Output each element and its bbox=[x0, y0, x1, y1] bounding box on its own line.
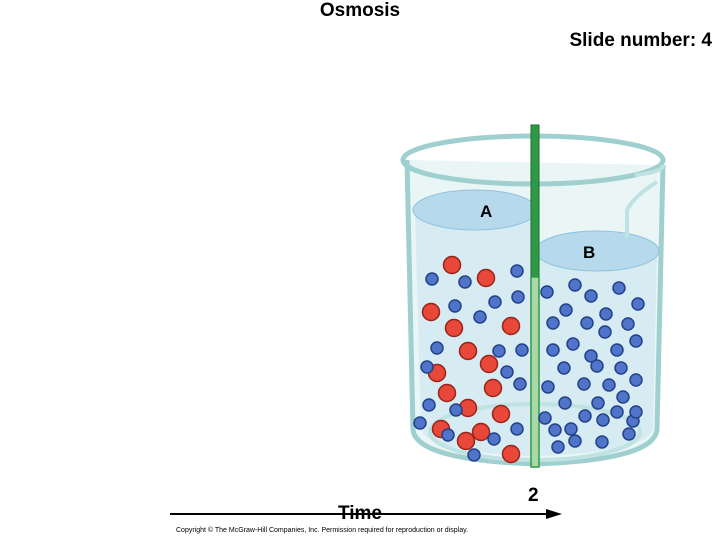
water-molecule bbox=[551, 440, 565, 454]
water-molecule bbox=[467, 448, 481, 462]
water-molecule bbox=[596, 413, 610, 427]
slide-number: Slide number: 4 bbox=[569, 30, 712, 51]
water-molecule bbox=[557, 361, 571, 375]
water-molecule bbox=[566, 337, 580, 351]
water-molecule bbox=[422, 398, 436, 412]
water-molecule bbox=[629, 405, 643, 419]
water-molecule bbox=[558, 396, 572, 410]
water-molecule bbox=[473, 310, 487, 324]
water-molecule bbox=[584, 289, 598, 303]
water-molecule bbox=[595, 435, 609, 449]
water-molecule bbox=[584, 349, 598, 363]
water-molecule bbox=[546, 343, 560, 357]
water-molecule bbox=[568, 278, 582, 292]
water-molecule bbox=[420, 360, 434, 374]
water-molecule bbox=[448, 299, 462, 313]
solute-molecule bbox=[444, 318, 464, 338]
solute-molecule bbox=[501, 444, 521, 464]
water-molecule bbox=[413, 416, 427, 430]
surface-a bbox=[412, 189, 538, 231]
label-b: B bbox=[583, 243, 595, 262]
water-molecule bbox=[510, 422, 524, 436]
beaker-spout bbox=[625, 164, 665, 238]
water-molecule bbox=[546, 316, 560, 330]
water-molecule bbox=[515, 343, 529, 357]
solute-molecule bbox=[476, 268, 496, 288]
water-molecule bbox=[511, 290, 525, 304]
water-molecule bbox=[430, 341, 444, 355]
water-molecule bbox=[602, 378, 616, 392]
time-label: Time bbox=[338, 503, 383, 524]
water-molecule bbox=[612, 281, 626, 295]
water-molecule bbox=[548, 423, 562, 437]
water-molecule bbox=[510, 264, 524, 278]
solute-molecule bbox=[483, 378, 503, 398]
water-molecule bbox=[614, 361, 628, 375]
water-molecule bbox=[540, 285, 554, 299]
water-molecule bbox=[487, 432, 501, 446]
molecules bbox=[413, 255, 645, 464]
solute-molecule bbox=[437, 383, 457, 403]
copyright-notice: Copyright © The McGraw-Hill Companies, I… bbox=[176, 527, 469, 534]
water-molecule bbox=[458, 275, 472, 289]
water-molecule bbox=[580, 316, 594, 330]
time-arrow-head bbox=[546, 509, 562, 519]
water-molecule bbox=[622, 427, 636, 441]
water-molecule bbox=[513, 377, 527, 391]
slide-title: Osmosis bbox=[319, 0, 401, 21]
water-molecule bbox=[631, 297, 645, 311]
water-molecule bbox=[578, 409, 592, 423]
water-molecule bbox=[564, 422, 578, 436]
water-molecule bbox=[559, 303, 573, 317]
beaker-diagram: A B bbox=[400, 124, 666, 468]
water-molecule bbox=[568, 434, 582, 448]
water-molecule bbox=[621, 317, 635, 331]
water-molecule bbox=[449, 403, 463, 417]
water-molecule bbox=[425, 272, 439, 286]
water-molecule bbox=[629, 334, 643, 348]
water-molecule bbox=[488, 295, 502, 309]
solute-molecule bbox=[479, 354, 499, 374]
membrane-bottom bbox=[530, 276, 540, 468]
water-molecule bbox=[590, 359, 604, 373]
water-molecule bbox=[598, 325, 612, 339]
solute-molecule bbox=[456, 431, 476, 451]
solute-molecule bbox=[501, 316, 521, 336]
solute-molecule bbox=[458, 341, 478, 361]
water-molecule bbox=[599, 307, 613, 321]
solute-molecule bbox=[421, 302, 441, 322]
water-molecule bbox=[610, 343, 624, 357]
solute-molecule bbox=[471, 422, 491, 442]
water-molecule bbox=[500, 365, 514, 379]
water-molecule bbox=[577, 377, 591, 391]
surface-b bbox=[534, 230, 660, 272]
membrane-top bbox=[530, 124, 540, 278]
water-molecule bbox=[616, 390, 630, 404]
water-molecule bbox=[629, 373, 643, 387]
solute-molecule bbox=[491, 404, 511, 424]
water-molecule bbox=[492, 344, 506, 358]
water-molecule bbox=[591, 396, 605, 410]
label-a: A bbox=[480, 202, 492, 221]
time-arrow bbox=[170, 509, 562, 519]
water-molecule bbox=[610, 405, 624, 419]
solute-molecule bbox=[442, 255, 462, 275]
water-molecule bbox=[541, 380, 555, 394]
water-molecule bbox=[538, 411, 552, 425]
water-molecule bbox=[441, 428, 455, 442]
step-number: 2 bbox=[528, 485, 539, 506]
